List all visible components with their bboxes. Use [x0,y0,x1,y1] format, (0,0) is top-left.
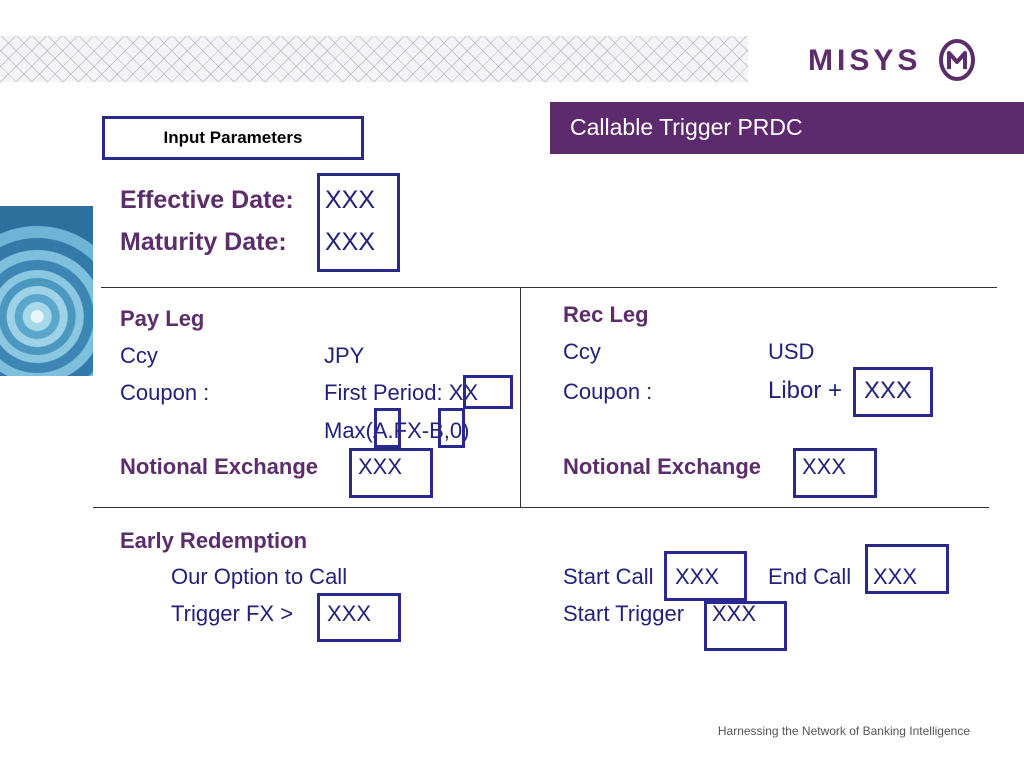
rec-leg-ccy-label: Ccy [563,339,601,364]
trigger-fx-value: XXX [327,601,372,626]
rec-leg-coupon-value: XXX [864,377,913,404]
header-pattern-banner [0,36,748,82]
pay-leg-notional-value: XXX [358,454,403,479]
input-parameters-label: Input Parameters [163,128,303,147]
end-call-value: XXX [873,564,918,589]
pay-leg-notional-label: Notional Exchange [120,454,319,479]
formula-a-highlight-box [374,408,401,448]
misys-logo-text: MISYS [808,44,922,77]
misys-m-circle-icon [939,39,975,81]
start-trigger-highlight-box [704,601,787,651]
first-period-highlight-box [463,375,513,409]
maturity-date-label: Maturity Date: [120,228,287,256]
start-call-value: XXX [675,564,720,589]
title-bar [550,102,1024,154]
pay-leg-coupon-label: Coupon : [120,380,210,405]
trigger-fx-highlight-box [317,593,401,642]
pay-notional-highlight-box [349,448,433,498]
start-trigger-value: XXX [712,601,757,626]
fingerprint-swirl-image [0,206,93,376]
pay-leg-formula: Max(A.FX-B,0) [324,418,470,443]
pay-leg-ccy-label: Ccy [120,343,158,368]
rec-notional-highlight-box [793,448,877,498]
pay-leg-first-period: First Period: XX [324,380,479,405]
dates-highlight-box [317,173,400,272]
start-call-highlight-box [664,551,747,601]
option-to-call-text: Our Option to Call [171,564,348,589]
end-call-label: End Call [768,564,852,589]
bottom-divider [93,507,989,508]
page-title: Callable Trigger PRDC [570,114,803,140]
pay-leg-heading: Pay Leg [120,306,205,331]
trigger-fx-label: Trigger FX > [171,601,294,626]
end-call-highlight-box [865,544,949,594]
formula-b-highlight-box [438,408,465,448]
rec-coupon-highlight-box [853,367,933,417]
start-call-label: Start Call [563,564,654,589]
effective-date-value: XXX [325,186,376,214]
early-redemption-heading: Early Redemption [120,528,308,553]
leg-divider [520,287,521,507]
rec-leg-notional-label: Notional Exchange [563,454,762,479]
rec-leg-notional-value: XXX [802,454,847,479]
rec-leg-heading: Rec Leg [563,302,649,327]
footer-tagline: Harnessing the Network of Banking Intell… [717,724,970,738]
rec-leg-coupon-prefix: Libor + [768,377,843,404]
start-trigger-label: Start Trigger [563,601,685,626]
top-divider [101,287,997,288]
pay-leg-ccy-value: JPY [324,343,365,368]
input-parameters-box [102,116,364,160]
maturity-date-value: XXX [325,228,376,256]
rec-leg-coupon-label: Coupon : [563,379,653,404]
effective-date-label: Effective Date: [120,186,294,214]
rec-leg-ccy-value: USD [768,339,815,364]
